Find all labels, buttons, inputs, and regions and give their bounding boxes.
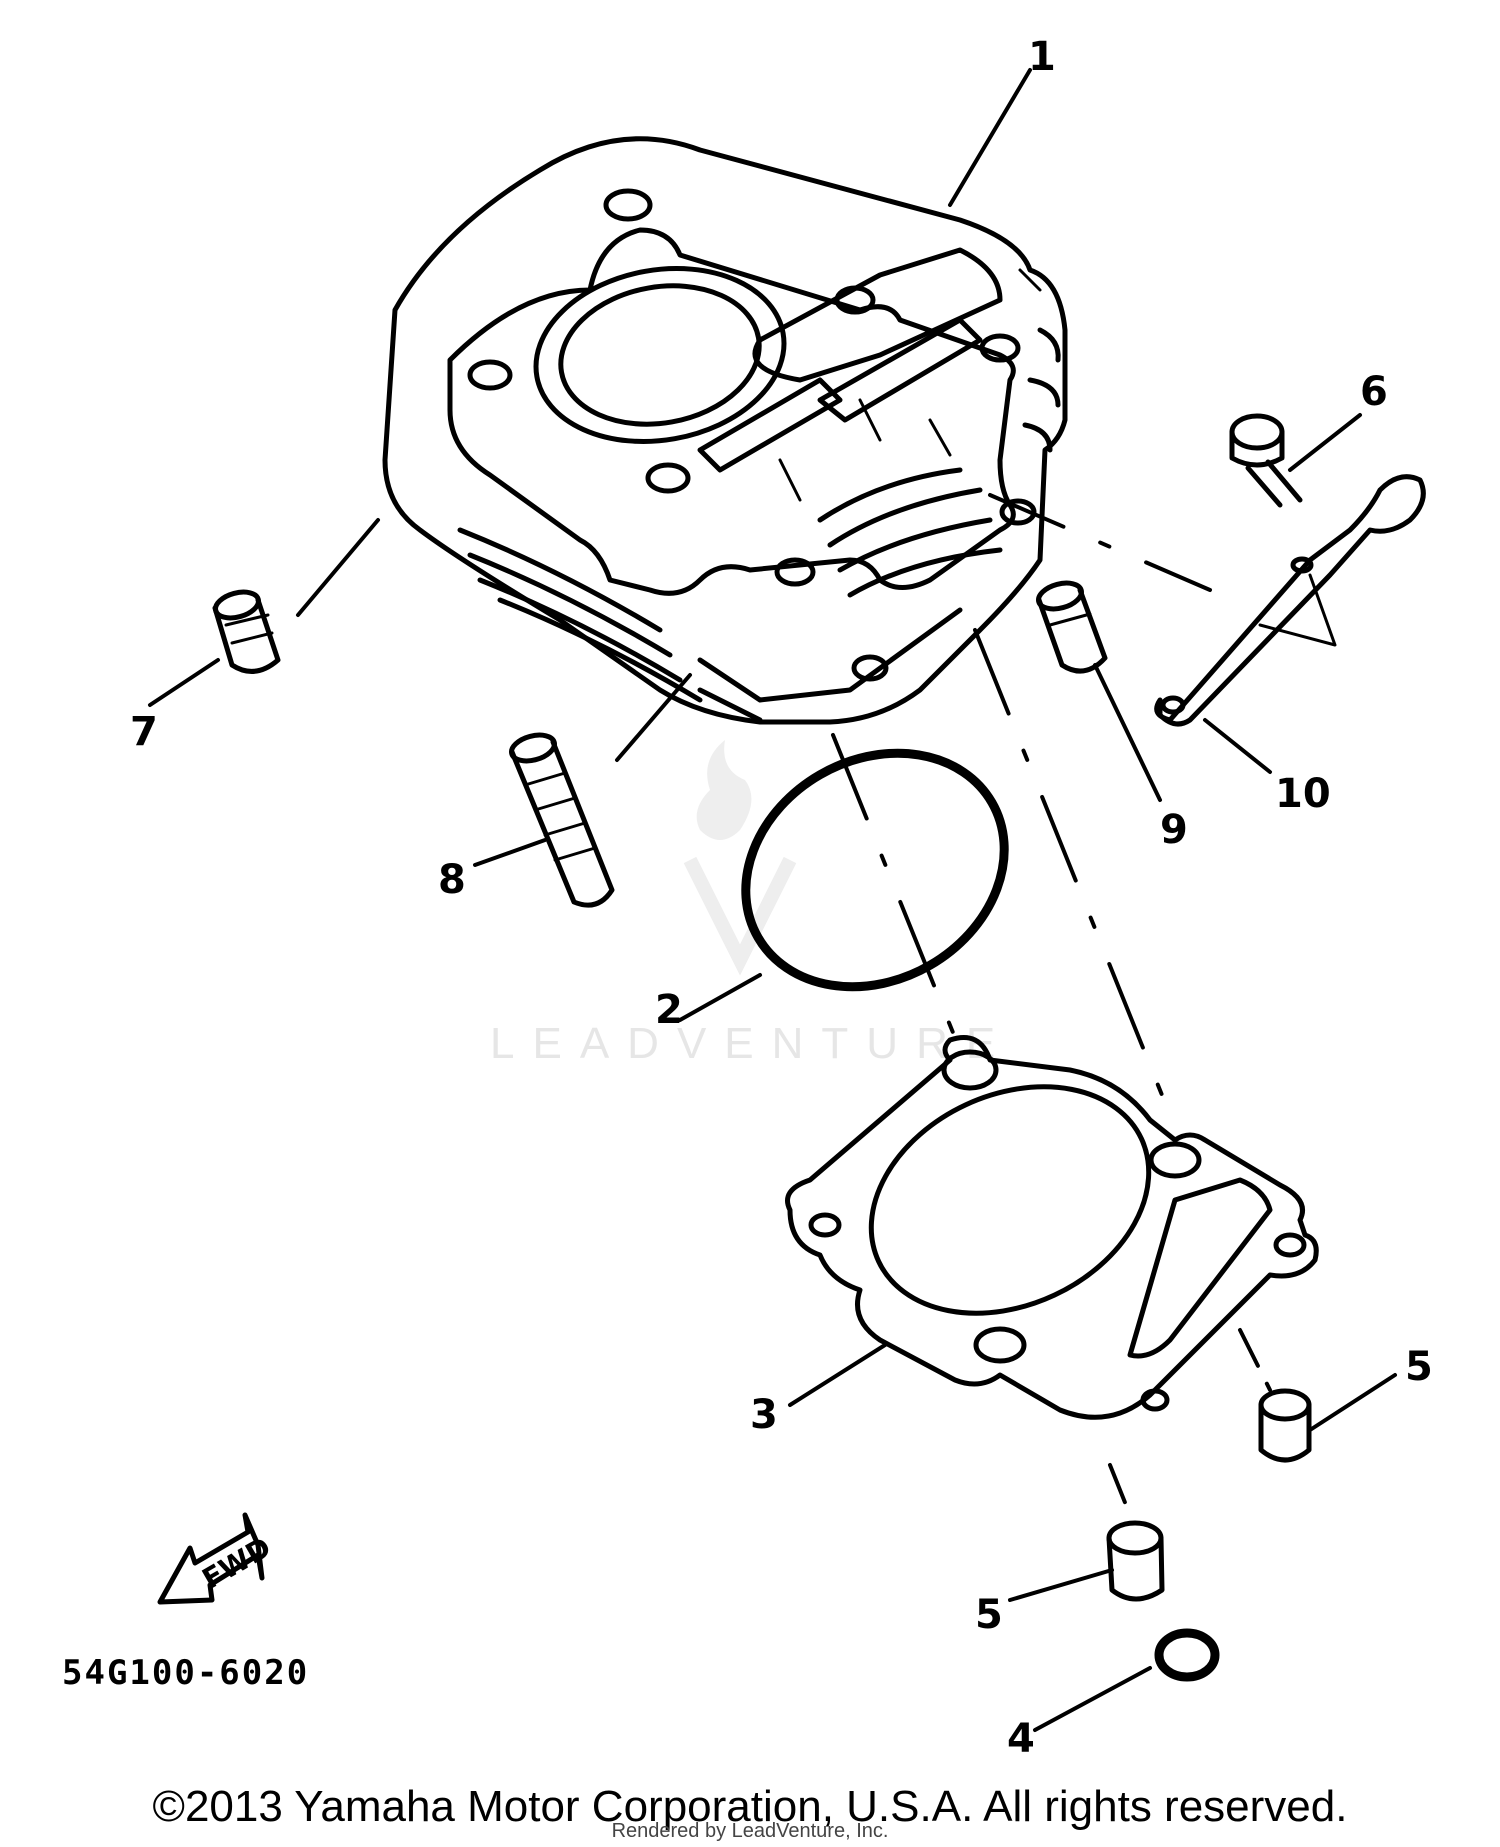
cylinder-gasket-drawing — [785, 1035, 1319, 1420]
bolt-drawing — [1229, 413, 1303, 508]
callout-1: 1 — [1028, 34, 1056, 80]
assembly-lines — [831, 493, 1337, 1517]
callout-4: 4 — [1007, 1716, 1035, 1762]
bracket-drawing — [1154, 474, 1426, 727]
copyright-notice: ©2013 Yamaha Motor Corporation, U.S.A. A… — [152, 1782, 1348, 1831]
callout-3: 3 — [750, 1392, 778, 1438]
callout-2: 2 — [655, 987, 683, 1033]
callout-7: 7 — [130, 709, 158, 755]
leader-lines — [148, 68, 1397, 1732]
dowel-pin-drawing-2 — [1106, 1520, 1165, 1602]
o-ring-drawing — [741, 748, 1009, 992]
forward-arrow-icon: FWD — [157, 1512, 277, 1605]
small-o-ring-drawing — [1154, 1628, 1220, 1682]
callout-10: 10 — [1275, 771, 1331, 817]
callout-5a: 5 — [1405, 1344, 1433, 1390]
cylinder-drawing — [382, 136, 1068, 725]
callout-5b: 5 — [975, 1592, 1003, 1638]
plug-drawing-9 — [1036, 580, 1108, 674]
watermark-text: LEADVENTURE — [490, 1019, 1013, 1068]
watermark: LEADVENTURE — [490, 740, 1013, 1068]
callout-9: 9 — [1160, 807, 1188, 853]
callout-8: 8 — [438, 857, 466, 903]
plug-drawing-7 — [212, 589, 281, 674]
callouts: 1 2 3 4 5 5 6 7 8 9 10 — [130, 34, 1433, 1762]
dowel-pin-drawing-1 — [1258, 1388, 1312, 1463]
stud-drawing — [509, 732, 615, 908]
drawing-code: 54G100-6020 — [62, 1653, 309, 1693]
rendered-by-note: Rendered by LeadVenture, Inc. — [611, 1820, 889, 1842]
callout-6: 6 — [1360, 369, 1388, 415]
